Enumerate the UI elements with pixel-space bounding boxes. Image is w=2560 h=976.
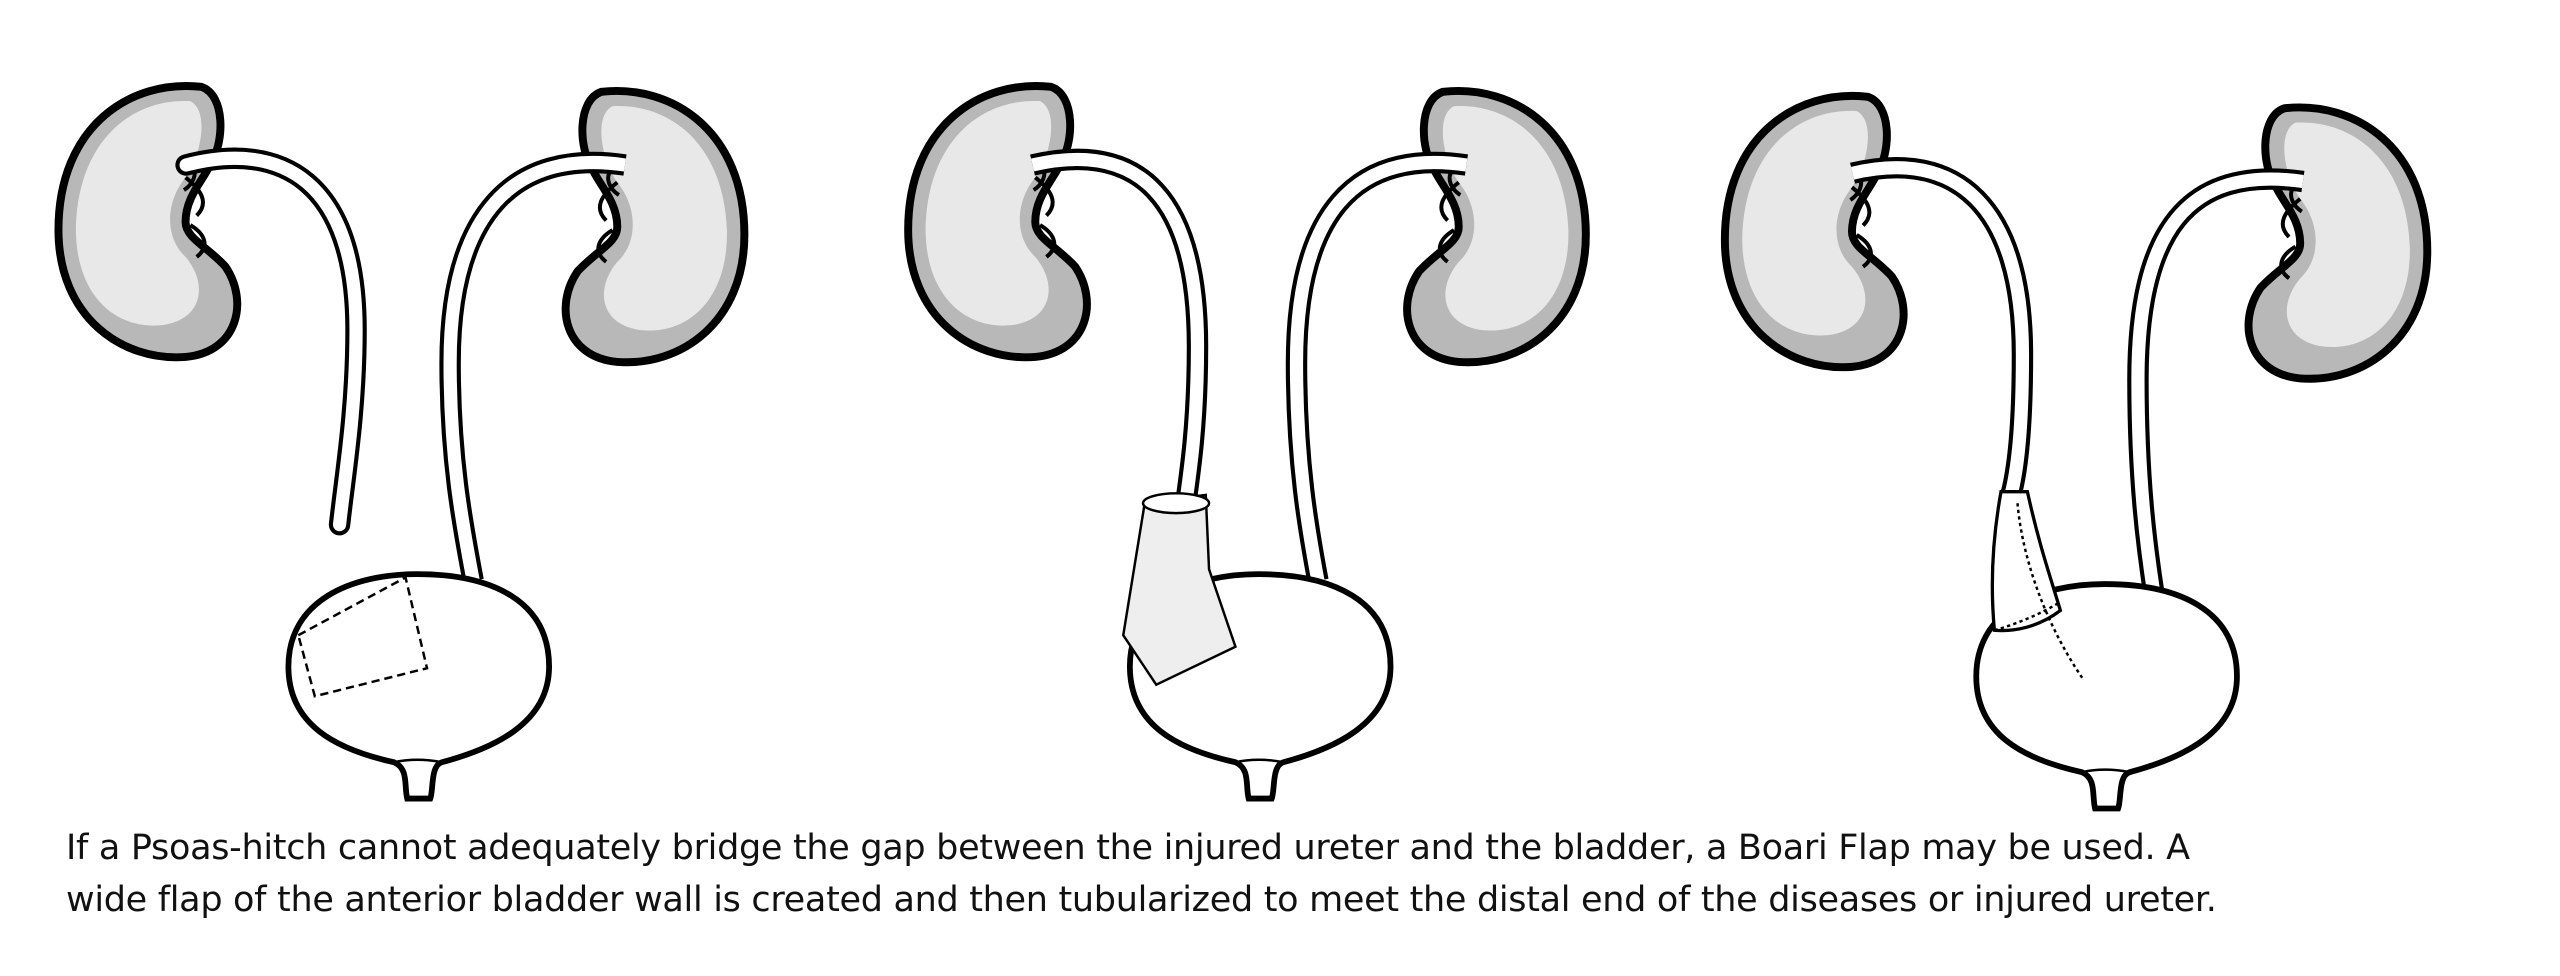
- left-kidney: [1725, 96, 1904, 367]
- caption-line-1: If a Psoas-hitch cannot adequately bridg…: [66, 828, 2190, 868]
- bladder: [288, 574, 549, 798]
- tubularized-flap: [1990, 490, 2063, 633]
- figure-caption: If a Psoas-hitch cannot adequately bridg…: [66, 822, 2546, 926]
- flap-outline-dashed: [296, 575, 429, 698]
- caption-line-2: wide flap of the anterior bladder wall i…: [66, 880, 2217, 920]
- boari-flap-illustration: [0, 0, 2560, 820]
- right-kidney: [566, 91, 745, 362]
- left-kidney: [58, 86, 237, 357]
- left-kidney: [908, 86, 1087, 357]
- panel-2-flap-raised: [908, 86, 1586, 799]
- panel-1-injured-ureter: [58, 86, 744, 799]
- right-kidney: [2249, 107, 2428, 378]
- panel-3-tubularized-flap: [1725, 96, 2427, 809]
- raised-flap: [1121, 493, 1237, 687]
- suture-line: [1994, 503, 2085, 681]
- right-kidney: [1407, 91, 1586, 362]
